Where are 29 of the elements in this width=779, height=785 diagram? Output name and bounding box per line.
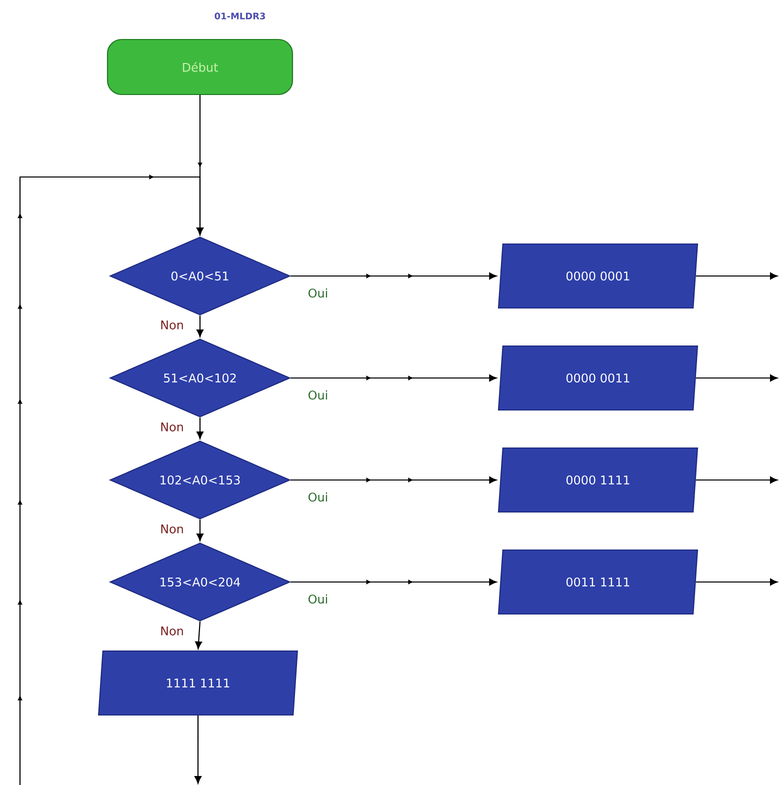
arrow: [696, 374, 778, 382]
output-parallelogram: 0000 1111: [498, 447, 698, 513]
arrow: [196, 520, 204, 542]
arrow: [290, 374, 497, 382]
edge-label: Oui: [306, 287, 330, 299]
edge-label: Non: [159, 524, 185, 534]
arrow: [194, 716, 202, 784]
edge-label: Oui: [306, 593, 330, 605]
output-parallelogram: 1111 1111: [98, 650, 298, 716]
arrow: [18, 174, 204, 785]
arrow: [195, 622, 202, 650]
node-caption: 01-MLDR3: [214, 12, 265, 20]
arrow: [290, 476, 497, 484]
edge-label: Oui: [306, 389, 330, 401]
arrow: [696, 578, 778, 586]
edge-label: Non: [159, 320, 185, 330]
arrow: [696, 272, 778, 280]
edge-label: Non: [159, 422, 185, 432]
arrow: [196, 316, 204, 338]
arrow: [696, 476, 778, 484]
output-parallelogram: 0000 0011: [498, 345, 698, 411]
output-parallelogram: 0011 1111: [498, 549, 698, 615]
arrow: [290, 272, 497, 280]
start-terminal: Début: [106, 38, 294, 96]
arrow: [196, 418, 204, 440]
edge-label: Non: [159, 626, 185, 636]
output-parallelogram: 0000 0001: [498, 243, 698, 309]
arrow: [290, 578, 497, 586]
edge-label: Oui: [306, 491, 330, 503]
